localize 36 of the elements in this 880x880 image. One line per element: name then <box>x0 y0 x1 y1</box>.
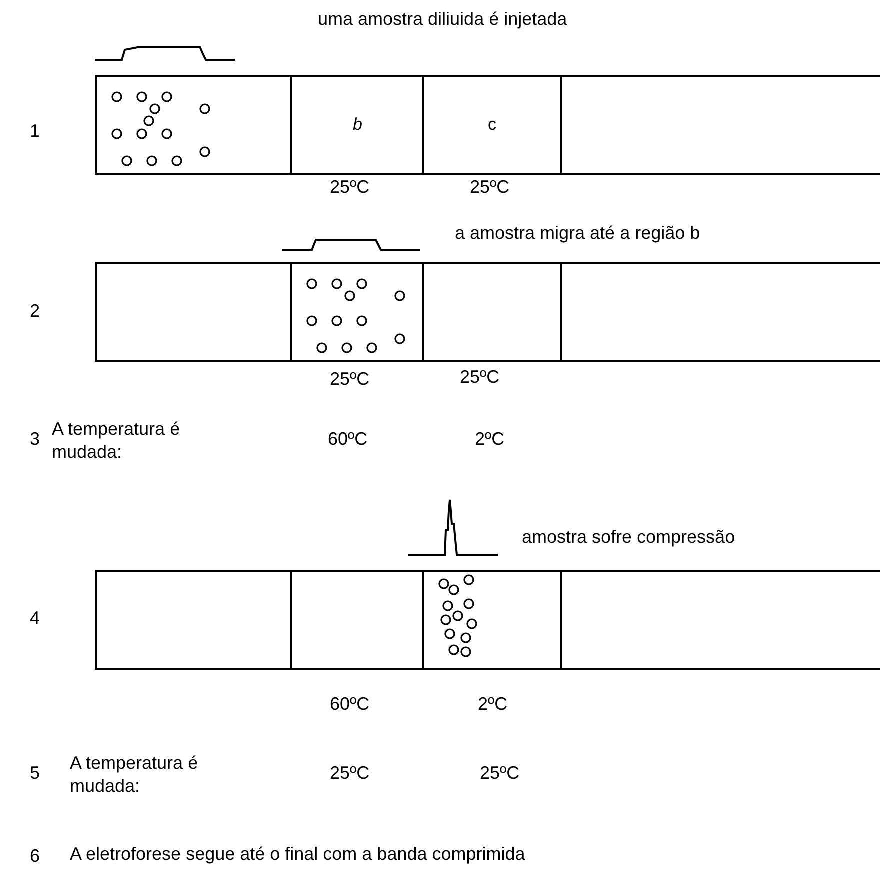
capillary-segment <box>422 262 562 362</box>
temperature-label: 25ºC <box>330 368 370 390</box>
step-number: 5 <box>30 762 40 784</box>
capillary-segment <box>560 75 880 175</box>
annotation: A eletroforese segue até o final com a banda comprimida <box>70 843 526 866</box>
capillary-segment <box>290 262 424 362</box>
annotation: A temperatura é mudada: <box>70 752 200 797</box>
capillary-segment <box>560 262 880 362</box>
step-number: 3 <box>30 428 40 450</box>
region-letter: c <box>488 115 496 135</box>
capillary-segment <box>560 570 880 670</box>
temperature-label: 60ºC <box>330 693 370 716</box>
temperature-label: 2ºC <box>475 428 505 450</box>
capillary-segment <box>290 75 424 175</box>
temperature-label: 25ºC <box>460 366 500 388</box>
step-number: 1 <box>30 120 40 142</box>
annotation: a amostra migra até a região b <box>455 222 700 244</box>
step-number: 4 <box>30 607 40 630</box>
capillary-segment <box>95 262 292 362</box>
region-letter: b <box>353 115 362 135</box>
capillary-segment <box>290 570 424 670</box>
step-number: 2 <box>30 300 40 322</box>
capillary-segment <box>422 570 562 670</box>
annotation: A temperatura é mudada: <box>52 418 182 463</box>
annotation: amostra sofre compressão <box>522 526 736 548</box>
temperature-label: 25ºC <box>330 176 370 198</box>
capillary-segment <box>422 75 562 175</box>
temperature-label: 2ºC <box>478 693 508 716</box>
capillary-segment <box>95 75 292 175</box>
temperature-label: 60ºC <box>328 428 368 450</box>
step-number: 6 <box>30 845 40 868</box>
temperature-label: 25ºC <box>330 762 370 784</box>
capillary-segment <box>95 570 292 670</box>
temperature-label: 25ºC <box>470 176 510 198</box>
annotation: uma amostra diliuida é injetada <box>318 8 568 30</box>
temperature-label: 25ºC <box>480 762 520 784</box>
